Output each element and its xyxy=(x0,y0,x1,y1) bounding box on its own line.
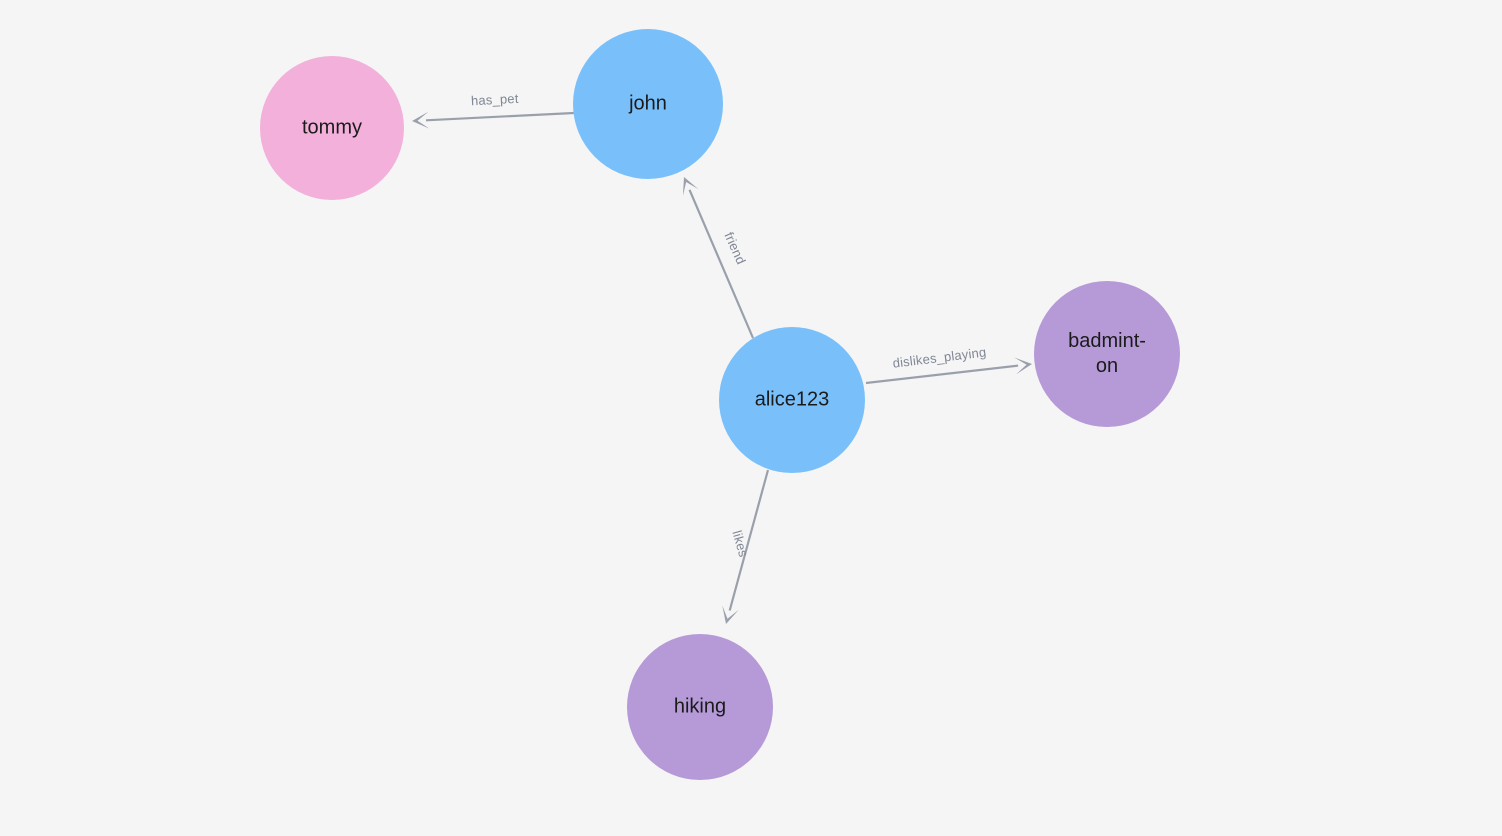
edge-label: dislikes_playing xyxy=(892,344,987,370)
edge-arrowhead-icon xyxy=(412,111,430,129)
graph-edge[interactable]: has_pet xyxy=(412,91,575,129)
edge-label: likes xyxy=(729,529,751,559)
node-circle[interactable] xyxy=(260,56,404,200)
edge-label: has_pet xyxy=(471,91,520,108)
graph-node-hiking[interactable]: hiking xyxy=(627,634,773,780)
edge-arrowhead-icon xyxy=(682,177,699,196)
graph-node-alice123[interactable]: alice123 xyxy=(719,327,865,473)
edge-label: friend xyxy=(721,230,748,267)
edge-line xyxy=(865,364,1019,385)
edge-arrowhead-icon xyxy=(722,605,739,624)
graph-edge[interactable]: friend xyxy=(682,177,755,339)
graph-node-john[interactable]: john xyxy=(573,29,723,179)
node-circle[interactable] xyxy=(719,327,865,473)
edge-line xyxy=(688,189,755,339)
node-circle[interactable] xyxy=(573,29,723,179)
graph-node-tommy[interactable]: tommy xyxy=(260,56,404,200)
node-circle[interactable] xyxy=(627,634,773,780)
edge-line xyxy=(425,111,575,122)
graph-edge[interactable]: dislikes_playing xyxy=(865,344,1032,385)
node-circle[interactable] xyxy=(1034,281,1180,427)
graph-edge[interactable]: likes xyxy=(722,469,770,624)
edge-arrowhead-icon xyxy=(1014,357,1032,375)
edge-line xyxy=(728,469,770,611)
nodes-layer: tommy john alice123 badmint-on hiking xyxy=(260,29,1180,780)
graph-node-badminton[interactable]: badmint-on xyxy=(1034,281,1180,427)
